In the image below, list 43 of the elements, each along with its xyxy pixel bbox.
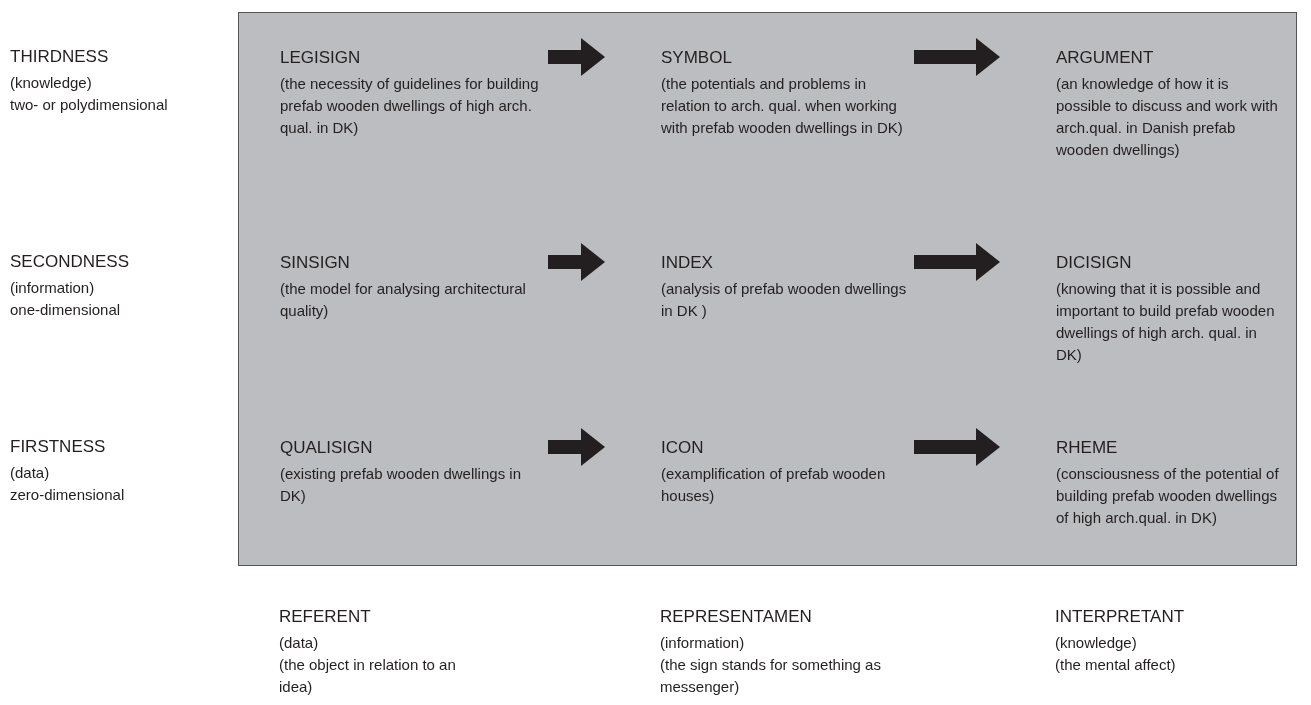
column-note: (information)	[660, 633, 745, 653]
sign-heading: QUALISIGN	[280, 437, 373, 459]
sign-description: (existing prefab wooden dwellings in DK)	[280, 464, 522, 506]
arrow	[548, 38, 605, 76]
column-heading: INTERPRETANT	[1055, 606, 1185, 628]
background-panel	[238, 12, 1297, 566]
row-note: one-dimensional	[10, 300, 121, 320]
sign-heading: RHEME	[1056, 437, 1118, 459]
sign-description: (consciousness of the potential of building prefab wooden dwellings of high arch.qual. in DK)	[1056, 464, 1280, 528]
row-note: zero-dimensional	[10, 485, 125, 505]
column-heading: REFERENT	[279, 606, 371, 628]
column-note: (the mental affect)	[1055, 655, 1176, 675]
arrow	[548, 243, 605, 281]
sign-heading: LEGISIGN	[280, 47, 361, 69]
row-heading: THIRDNESS	[10, 46, 109, 68]
sign-description: (the necessity of guidelines for building prefab wooden dwellings of high arch. qual. in DK)	[280, 74, 540, 138]
column-note: (knowledge)	[1055, 633, 1137, 653]
sign-heading: ICON	[661, 437, 704, 459]
sign-description: (the potentials and problems in relation to arch. qual. when working with prefab wooden dwellings in DK)	[661, 74, 904, 138]
row-note: (data)	[10, 463, 50, 483]
column-note: (data)	[279, 633, 319, 653]
row-note: (knowledge)	[10, 73, 92, 93]
arrow	[914, 428, 1000, 466]
arrow	[914, 38, 1000, 76]
sign-description: (the model for analysing architectural quality)	[280, 279, 527, 321]
sign-description: (knowing that it is possible and important to build prefab wooden dwellings of high arch. qual. in DK)	[1056, 279, 1276, 365]
sign-heading: SYMBOL	[661, 47, 732, 69]
sign-heading: INDEX	[661, 252, 713, 274]
column-note: (the object in relation to an idea)	[279, 655, 457, 697]
sign-heading: DICISIGN	[1056, 252, 1132, 274]
sign-heading: SINSIGN	[280, 252, 350, 274]
row-heading: SECONDNESS	[10, 251, 130, 273]
row-note: (information)	[10, 278, 95, 298]
sign-description: (an knowledge of how it is possible to discuss and work with arch.qual. in Danish prefab wooden dwellings)	[1056, 74, 1279, 160]
arrow	[914, 243, 1000, 281]
sign-description: (examplification of prefab wooden houses)	[661, 464, 887, 506]
arrow	[548, 428, 605, 466]
sign-description: (analysis of prefab wooden dwellings in DK )	[661, 279, 908, 321]
sign-heading: ARGUMENT	[1056, 47, 1154, 69]
row-heading: FIRSTNESS	[10, 436, 106, 458]
column-heading: REPRESENTAMEN	[660, 606, 812, 628]
column-note: (the sign stands for something as messenger)	[660, 655, 882, 697]
row-note: two- or polydimensional	[10, 95, 168, 115]
